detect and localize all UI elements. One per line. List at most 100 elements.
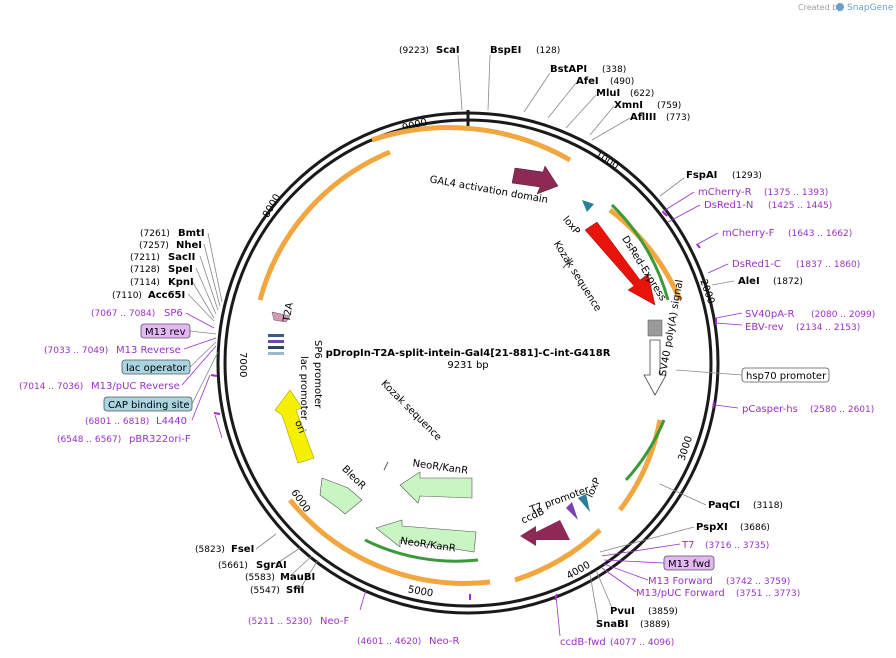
- m13-fwd-label: M13 fwd: [668, 559, 710, 570]
- leader-fspai: [659, 177, 685, 197]
- loxp-bottom-arrow[interactable]: [578, 494, 590, 512]
- orf-arc-bottom-right: [514, 528, 602, 583]
- green-arc-sv40: [624, 419, 666, 482]
- primer-m13-forward[interactable]: M13 Forward: [648, 576, 713, 587]
- primer-dsred1-n[interactable]: DsRed1-N: [704, 200, 753, 211]
- site-sgrai[interactable]: SgrAI: [256, 560, 287, 571]
- sp6-promoter-label: SP6 promoter: [312, 340, 323, 409]
- site-mlui[interactable]: MluI: [596, 88, 620, 99]
- site-fspai[interactable]: FspAI: [686, 170, 717, 181]
- neo-r-range: (4601 .. 4620): [357, 637, 421, 647]
- site-bspei[interactable]: BspEI: [490, 45, 521, 56]
- leader-xmni: [589, 105, 615, 136]
- primer-sp6[interactable]: SP6: [164, 308, 183, 319]
- site-sfii[interactable]: SfiI: [286, 585, 304, 596]
- leader-hsp70: [675, 369, 743, 376]
- sgrai-pos: (5661): [218, 561, 248, 571]
- site-acc65i[interactable]: Acc65I: [148, 290, 185, 301]
- t7-range: (3716 .. 3735): [705, 541, 769, 551]
- pcasper-hs-range: (2580 .. 2601): [810, 405, 874, 415]
- ccdb-fwd-range: (4077 .. 4096): [610, 638, 674, 648]
- m13-fwd-box[interactable]: [663, 555, 715, 571]
- primer-m13-reverse[interactable]: M13 Reverse: [116, 345, 181, 356]
- lac-operator-box[interactable]: [121, 359, 191, 375]
- site-bmti[interactable]: BmtI: [178, 228, 205, 239]
- neokan-inner-label: NeoR/KanR: [412, 458, 469, 477]
- leader-paqci: [659, 483, 707, 506]
- primer-ebv-rev[interactable]: EBV-rev: [745, 322, 784, 333]
- cap-binding-site-label: CAP binding site: [108, 400, 190, 411]
- site-snabi[interactable]: SnaBI: [596, 619, 628, 630]
- dsred-arrow[interactable]: [584, 221, 656, 306]
- primer-neo-f[interactable]: Neo-F: [320, 616, 350, 627]
- site-bstapi[interactable]: BstAPI: [550, 64, 587, 75]
- ori-arrow[interactable]: [274, 389, 315, 464]
- plasmid-title: pDropIn-T2A-split-intein-Gal4[21-881]-C-…: [326, 348, 611, 359]
- leader-m13-forward: [603, 563, 649, 581]
- t2a-marker[interactable]: [271, 311, 291, 323]
- primer-tick-mcherry-r: [662, 211, 668, 217]
- leader-kpni: [191, 280, 215, 319]
- sp6-block[interactable]: [268, 334, 284, 337]
- primer-m13puc-reverse[interactable]: M13/pUC Reverse: [91, 381, 180, 392]
- primer-ccdb-fwd[interactable]: ccdB-fwd: [560, 637, 606, 648]
- leader-sacii: [199, 255, 219, 311]
- site-pvui[interactable]: PvuI: [610, 606, 635, 617]
- bleor-arrow[interactable]: [319, 477, 363, 515]
- ccdb-arrow[interactable]: [520, 520, 570, 546]
- site-sacii[interactable]: SacII: [168, 252, 195, 263]
- site-maubi[interactable]: MauBI: [280, 572, 315, 583]
- leader-lac-operator: [189, 341, 217, 368]
- primer-m13puc-forward[interactable]: M13/pUC Forward: [636, 588, 725, 599]
- site-pspxi[interactable]: PspXI: [696, 522, 728, 533]
- aflii-pos: (773): [666, 113, 690, 123]
- primer-sv40pa-r[interactable]: SV40pA-R: [745, 309, 794, 320]
- sv40-block[interactable]: [647, 319, 663, 337]
- cap-binding-site-box[interactable]: [103, 396, 193, 412]
- primer-pcasper-hs[interactable]: pCasper-hs: [742, 404, 798, 415]
- primer-mcherry-f[interactable]: mCherry-F: [722, 228, 775, 239]
- leader-dsred1-c: [707, 263, 729, 274]
- primer-mcherry-r[interactable]: mCherry-R: [698, 187, 752, 198]
- primer-t7[interactable]: T7: [681, 540, 694, 551]
- sv40-arrow[interactable]: [643, 339, 667, 396]
- neokan-outer-arrow[interactable]: [375, 519, 477, 553]
- primer-dsred1-c[interactable]: DsRed1-C: [732, 259, 781, 270]
- lac-block-3[interactable]: [268, 352, 284, 355]
- site-spei[interactable]: SpeI: [168, 264, 193, 275]
- site-nhei[interactable]: NheI: [176, 240, 202, 251]
- leader-m13puc-reverse: [181, 345, 217, 386]
- maubi-pos: (5583): [245, 573, 275, 583]
- leader-snabi: [589, 573, 599, 621]
- hsp70-promoter-box[interactable]: [741, 367, 830, 383]
- primer-neo-r[interactable]: Neo-R: [429, 636, 460, 647]
- lac-block-2[interactable]: [268, 346, 284, 349]
- primer-l4440[interactable]: L4440: [156, 416, 187, 427]
- green-arc-dsred: [610, 203, 670, 301]
- mcherry-f-range: (1643 .. 1662): [788, 229, 852, 239]
- site-alei[interactable]: AleI: [738, 276, 760, 287]
- leader-ccdb-fwd: [555, 595, 561, 637]
- site-scai[interactable]: ScaI: [436, 45, 460, 56]
- t7-promoter-arrow[interactable]: [566, 502, 578, 520]
- tick-1000: 1000: [593, 150, 621, 172]
- leader-m13puc-forward: [601, 567, 637, 593]
- lac-block-1[interactable]: [268, 340, 284, 343]
- ccdb-label: ccdB: [520, 506, 547, 526]
- neokan-inner-arrow[interactable]: [399, 471, 473, 504]
- primer-pbr322ori-f[interactable]: pBR322ori-F: [129, 434, 191, 445]
- leader-pbr322ori-f: [214, 414, 223, 439]
- m13-rev-box[interactable]: [140, 323, 191, 339]
- snapgene-logo-icon: [836, 3, 844, 11]
- site-fsei[interactable]: FseI: [231, 544, 254, 555]
- site-kpni[interactable]: KpnI: [168, 277, 194, 288]
- leader-sgrai: [275, 547, 301, 565]
- site-afei[interactable]: AfeI: [576, 76, 599, 87]
- site-xmni[interactable]: XmnI: [614, 100, 643, 111]
- orf-arc-top: [371, 125, 572, 163]
- site-aflii[interactable]: AflIII: [630, 112, 656, 123]
- gal4-arrow[interactable]: [511, 165, 559, 195]
- site-paqci[interactable]: PaqCI: [708, 500, 740, 511]
- loxp-top-arrow[interactable]: [582, 200, 594, 212]
- leader-t7: [601, 543, 681, 557]
